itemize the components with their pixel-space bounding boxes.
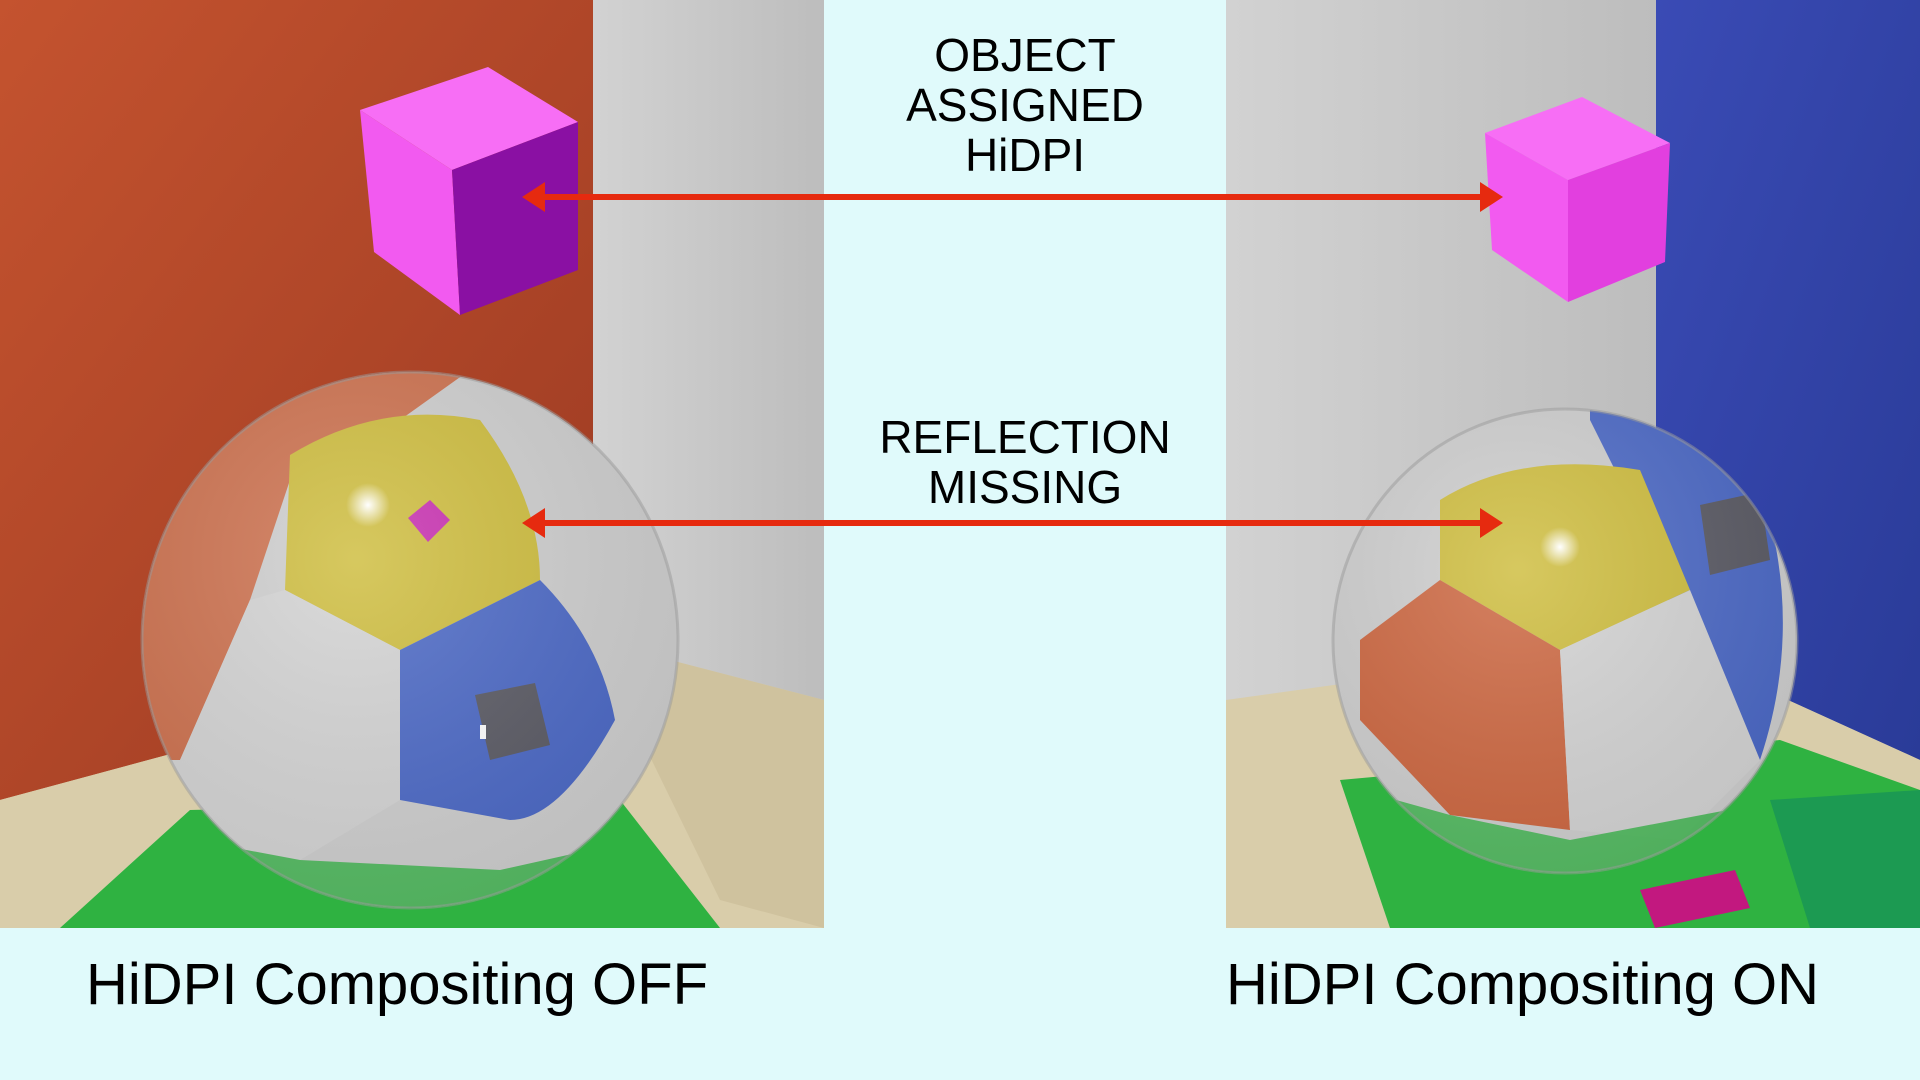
left-magenta-cube	[360, 67, 578, 315]
arrow-object-assigned	[522, 182, 1503, 212]
right-magenta-cube	[1485, 97, 1670, 302]
label-reflection-missing-line-2: MISSING	[927, 461, 1123, 513]
arrow-reflection-missing	[522, 508, 1503, 538]
left-reflective-sphere	[140, 370, 680, 910]
label-object-assigned-line-3: HiDPI	[964, 129, 1086, 181]
render-panel-right	[1226, 0, 1920, 928]
render-panel-left	[0, 0, 824, 928]
label-object-assigned-line-2: ASSIGNED	[906, 79, 1144, 131]
label-reflection-missing-line-1: REFLECTION	[879, 411, 1171, 463]
label-reflection-missing: REFLECTION MISSING	[815, 412, 1235, 512]
label-object-assigned: OBJECT ASSIGNED HiDPI	[815, 30, 1235, 180]
caption-right: HiDPI Compositing ON	[1226, 952, 1820, 1017]
label-object-assigned-line-1: OBJECT	[934, 29, 1116, 81]
caption-left: HiDPI Compositing OFF	[86, 952, 709, 1017]
right-reflective-sphere	[1331, 407, 1799, 875]
